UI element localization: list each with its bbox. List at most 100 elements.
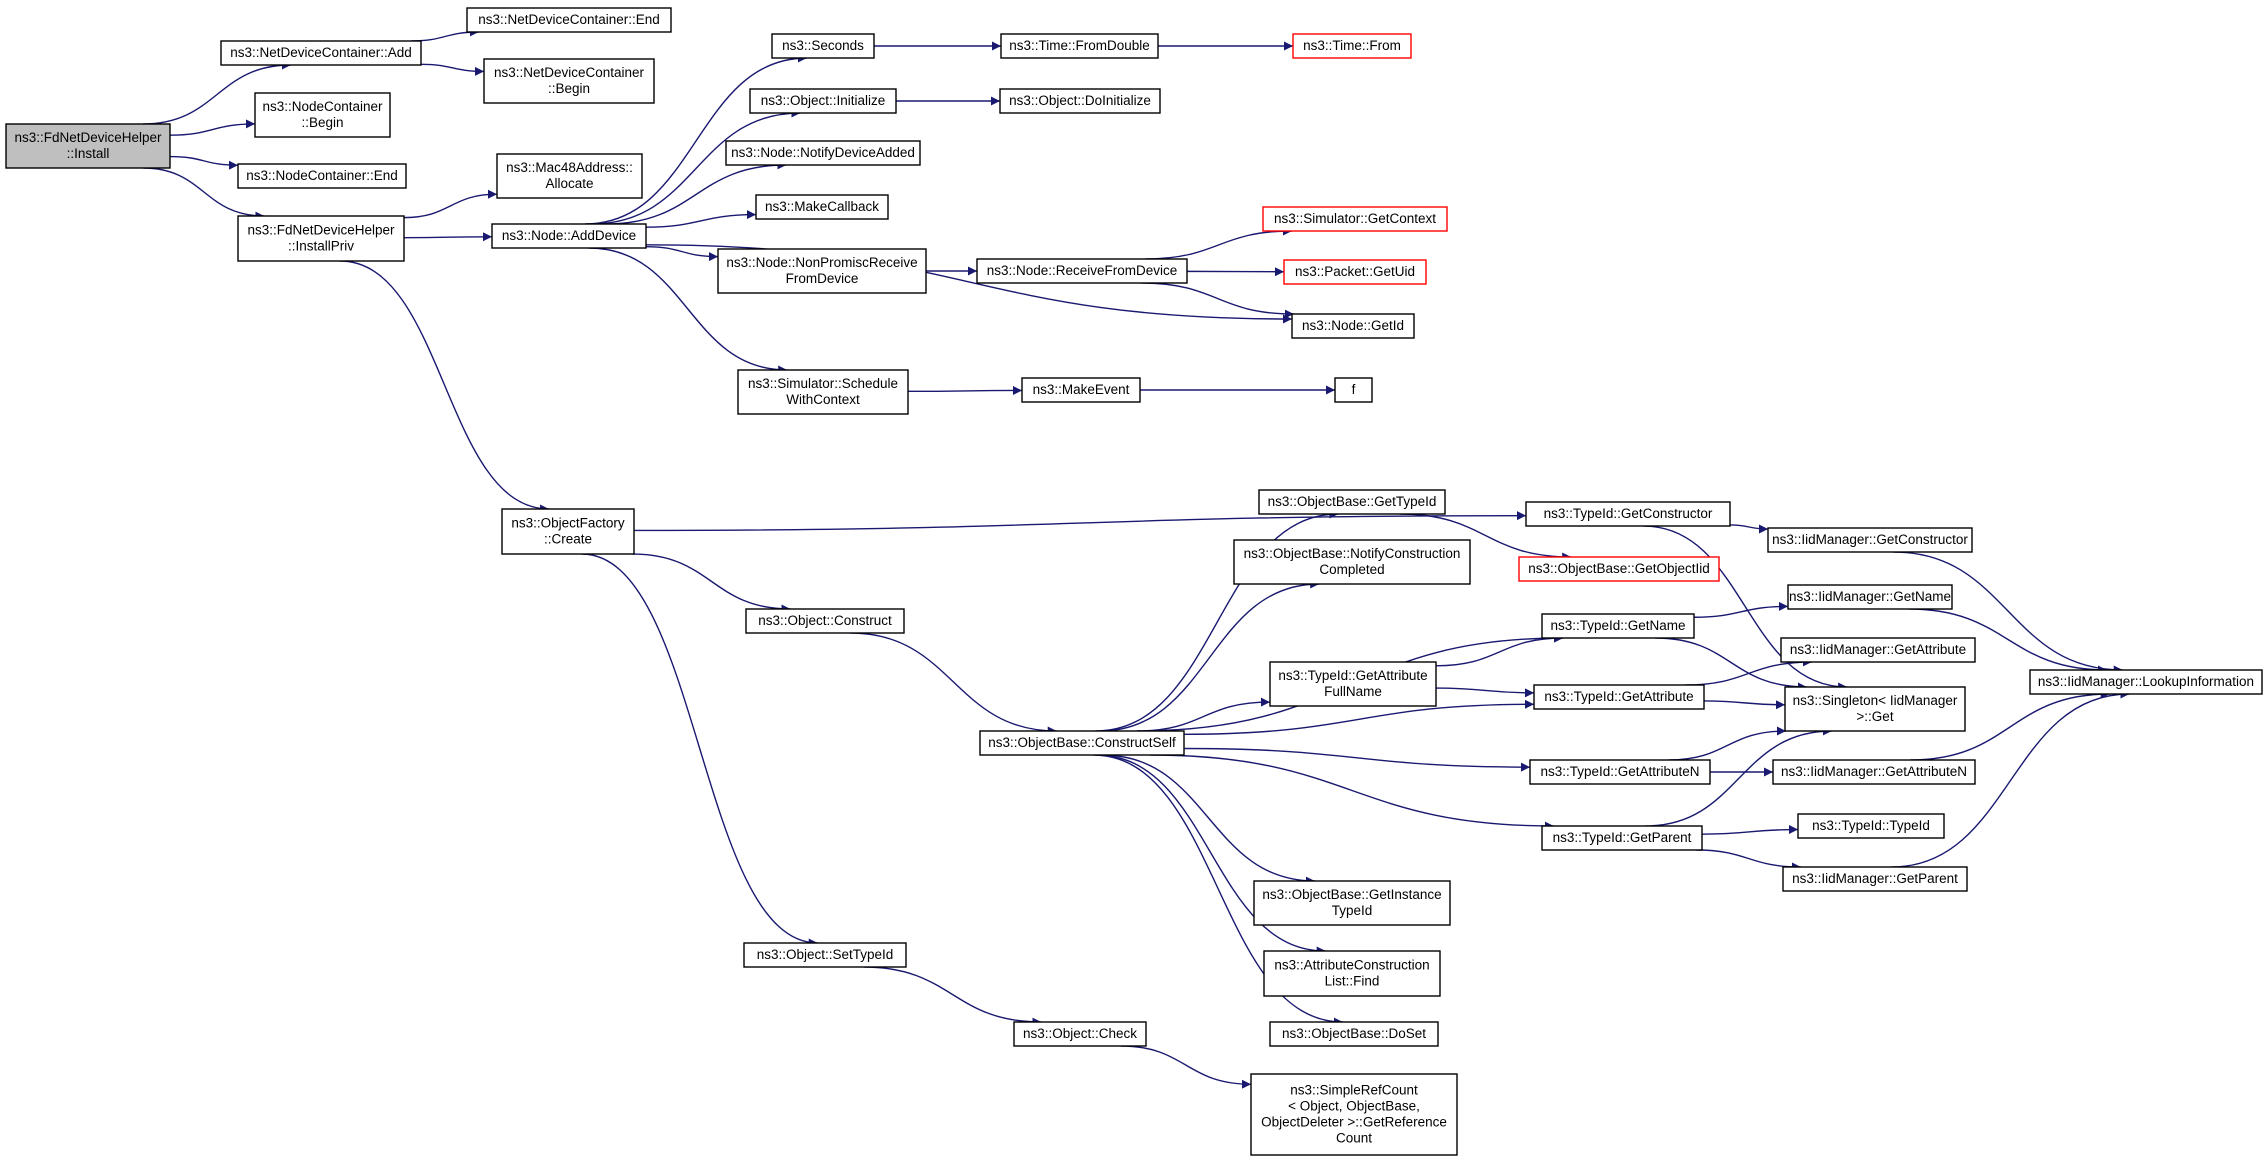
node-box[interactable]	[1233, 539, 1471, 585]
node-ob_constructself[interactable]: ns3::ObjectBase::ConstructSelf	[979, 730, 1185, 756]
node-box[interactable]	[466, 7, 672, 33]
node-mac48[interactable]: ns3::Mac48Address::Allocate	[496, 153, 643, 199]
node-iid_getattr[interactable]: ns3::IidManager::GetAttribute	[1780, 637, 1976, 663]
node-box[interactable]	[1782, 866, 1968, 892]
node-box[interactable]	[1292, 33, 1412, 59]
node-ndc_add[interactable]: ns3::NetDeviceContainer::Add	[220, 40, 422, 66]
node-adddevice[interactable]: ns3::Node::AddDevice	[491, 223, 647, 249]
node-timefrom[interactable]: ns3::Time::From	[1292, 33, 1412, 59]
node-makeevent[interactable]: ns3::MakeEvent	[1021, 377, 1141, 403]
node-iid_getctor[interactable]: ns3::IidManager::GetConstructor	[1767, 527, 1973, 553]
node-box[interactable]	[1269, 661, 1437, 707]
node-box[interactable]	[1021, 377, 1141, 403]
node-tid_getattrn[interactable]: ns3::TypeId::GetAttributeN	[1529, 759, 1711, 785]
node-box[interactable]	[501, 508, 635, 555]
node-box[interactable]	[1780, 637, 1976, 663]
node-box[interactable]	[1541, 613, 1695, 639]
node-lookup[interactable]: ns3::IidManager::LookupInformation	[2029, 669, 2263, 695]
node-box[interactable]	[755, 194, 889, 220]
node-box[interactable]	[1533, 684, 1705, 710]
node-install[interactable]: ns3::FdNetDeviceHelper::Install	[5, 123, 171, 169]
node-box[interactable]	[1262, 206, 1448, 232]
node-box[interactable]	[979, 730, 1185, 756]
node-receivefrom[interactable]: ns3::Node::ReceiveFromDevice	[976, 258, 1188, 284]
node-box[interactable]	[220, 40, 422, 66]
node-box[interactable]	[1000, 33, 1159, 59]
node-nc_begin[interactable]: ns3::NodeContainer::Begin	[254, 92, 391, 138]
node-box[interactable]	[1291, 313, 1415, 339]
node-box[interactable]	[237, 163, 407, 189]
node-tid_getctor[interactable]: ns3::TypeId::GetConstructor	[1525, 501, 1731, 527]
node-nc_end[interactable]: ns3::NodeContainer::End	[237, 163, 407, 189]
node-box[interactable]	[1784, 686, 1966, 732]
node-fromdouble[interactable]: ns3::Time::FromDouble	[1000, 33, 1159, 59]
node-tid_typeid[interactable]: ns3::TypeId::TypeId	[1797, 813, 1945, 839]
node-singleton[interactable]: ns3::Singleton< IidManager>::Get	[1784, 686, 1966, 732]
node-tid_getparent[interactable]: ns3::TypeId::GetParent	[1541, 825, 1703, 851]
node-tid_getname[interactable]: ns3::TypeId::GetName	[1541, 613, 1695, 639]
node-ndc_end[interactable]: ns3::NetDeviceContainer::End	[466, 7, 672, 33]
node-ndc_begin[interactable]: ns3::NetDeviceContainer::Begin	[483, 58, 655, 104]
node-box[interactable]	[976, 258, 1188, 284]
node-box[interactable]	[1250, 1073, 1458, 1156]
node-box[interactable]	[1334, 377, 1373, 403]
node-box[interactable]	[1797, 813, 1945, 839]
node-box[interactable]	[999, 88, 1161, 114]
node-box[interactable]	[725, 140, 921, 166]
node-obj_init[interactable]: ns3::Object::Initialize	[749, 88, 897, 114]
node-tid_getattr[interactable]: ns3::TypeId::GetAttribute	[1533, 684, 1705, 710]
node-f[interactable]: f	[1334, 377, 1373, 403]
node-obj_construct[interactable]: ns3::Object::Construct	[745, 608, 905, 634]
node-box[interactable]	[1269, 1021, 1439, 1047]
node-box[interactable]	[5, 123, 171, 169]
node-notifyadded[interactable]: ns3::Node::NotifyDeviceAdded	[725, 140, 921, 166]
node-iid_getattrn[interactable]: ns3::IidManager::GetAttributeN	[1772, 759, 1976, 785]
node-obj_settypeid[interactable]: ns3::Object::SetTypeId	[743, 942, 907, 968]
node-box[interactable]	[1767, 527, 1973, 553]
node-ob_notify[interactable]: ns3::ObjectBase::NotifyConstructionCompl…	[1233, 539, 1471, 585]
node-box[interactable]	[1253, 880, 1451, 926]
node-getuid[interactable]: ns3::Packet::GetUid	[1283, 259, 1427, 285]
node-box[interactable]	[743, 942, 907, 968]
node-obj_doinit[interactable]: ns3::Object::DoInitialize	[999, 88, 1161, 114]
node-ob_doset[interactable]: ns3::ObjectBase::DoSet	[1269, 1021, 1439, 1047]
node-box[interactable]	[1529, 759, 1711, 785]
node-box[interactable]	[1541, 825, 1703, 851]
node-box[interactable]	[1787, 584, 1953, 610]
node-getcontext[interactable]: ns3::Simulator::GetContext	[1262, 206, 1448, 232]
node-box[interactable]	[1518, 556, 1720, 582]
node-box[interactable]	[745, 608, 905, 634]
node-box[interactable]	[1283, 259, 1427, 285]
node-box[interactable]	[771, 33, 875, 59]
node-box[interactable]	[737, 369, 909, 415]
node-box[interactable]	[237, 215, 405, 262]
node-of_create[interactable]: ns3::ObjectFactory::Create	[501, 508, 635, 555]
node-box[interactable]	[254, 92, 391, 138]
node-box[interactable]	[1258, 489, 1446, 515]
node-iid_getparent[interactable]: ns3::IidManager::GetParent	[1782, 866, 1968, 892]
node-box[interactable]	[496, 153, 643, 199]
node-box[interactable]	[2029, 669, 2263, 695]
node-box[interactable]	[717, 248, 927, 294]
node-obj_check[interactable]: ns3::Object::Check	[1013, 1021, 1147, 1047]
node-box[interactable]	[1013, 1021, 1147, 1047]
node-installpriv[interactable]: ns3::FdNetDeviceHelper::InstallPriv	[237, 215, 405, 262]
node-box[interactable]	[483, 58, 655, 104]
node-getid[interactable]: ns3::Node::GetId	[1291, 313, 1415, 339]
node-seconds[interactable]: ns3::Seconds	[771, 33, 875, 59]
node-box[interactable]	[1263, 950, 1441, 997]
node-box[interactable]	[491, 223, 647, 249]
node-box[interactable]	[1525, 501, 1731, 527]
node-box[interactable]	[1772, 759, 1976, 785]
node-simplerefcount[interactable]: ns3::SimpleRefCount< Object, ObjectBase,…	[1250, 1073, 1458, 1156]
node-box[interactable]	[749, 88, 897, 114]
node-ob_gettypeid[interactable]: ns3::ObjectBase::GetTypeId	[1258, 489, 1446, 515]
node-makecallback[interactable]: ns3::MakeCallback	[755, 194, 889, 220]
node-ob_getobjectiid[interactable]: ns3::ObjectBase::GetObjectIid	[1518, 556, 1720, 582]
node-iid_getname[interactable]: ns3::IidManager::GetName	[1787, 584, 1953, 610]
